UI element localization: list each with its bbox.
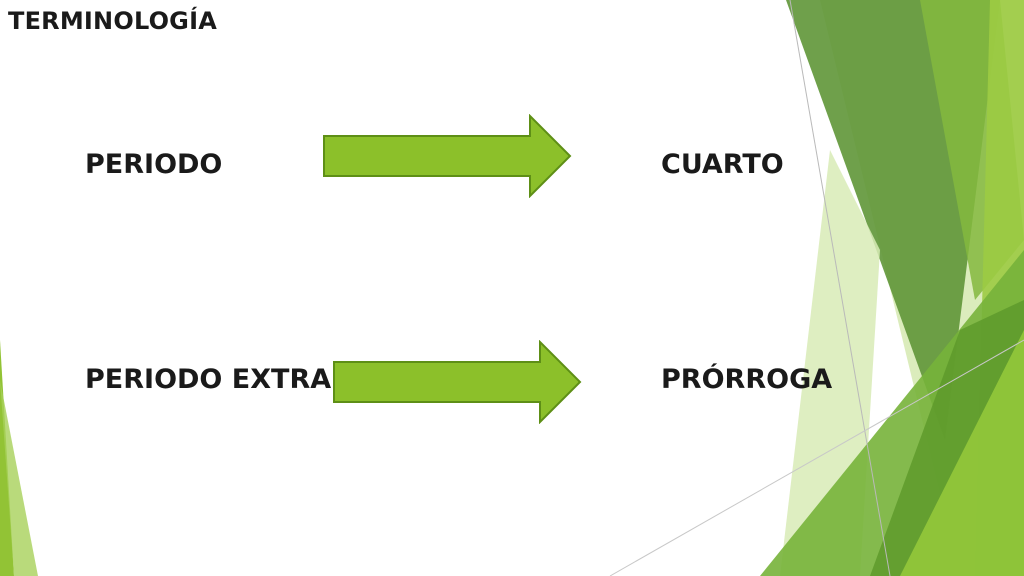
translation-prorroga: PRÓRROGA — [661, 364, 833, 395]
right-arrow-icon — [323, 114, 572, 198]
slide-title: TERMINOLOGÍA — [8, 7, 217, 35]
term-periodo: PERIODO — [85, 149, 223, 180]
term-periodo-extra: PERIODO EXTRA — [85, 364, 332, 395]
decor-line-2 — [609, 339, 1024, 576]
decor-line-1 — [789, 0, 891, 576]
translation-cuarto: CUARTO — [661, 149, 784, 180]
decor-left-stripe-light — [0, 380, 38, 576]
decor-facet-lime-lower — [900, 330, 1024, 576]
right-arrow-icon — [333, 340, 582, 424]
